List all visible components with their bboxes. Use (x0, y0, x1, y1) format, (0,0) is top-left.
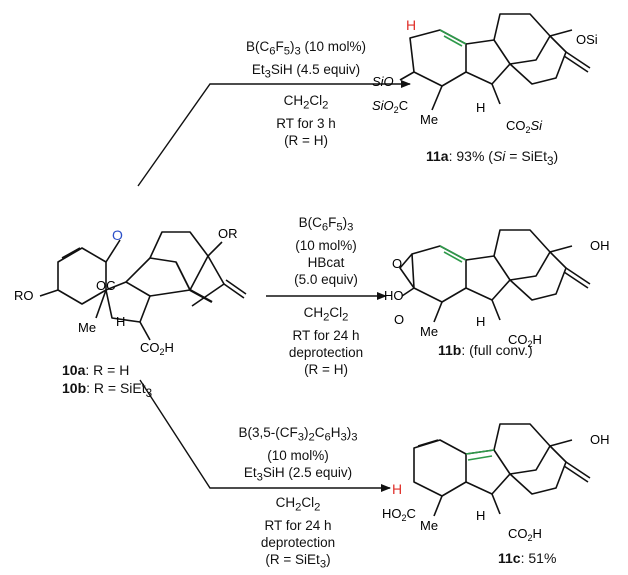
conditions-bottom-reagents: B(3,5-(CF3)2C6H3)3 (10 mol%) Et3SiH (2.5… (238, 425, 358, 484)
label-11a: 11a: 93% (Si = SiEt3) (426, 148, 559, 168)
atom-11a-sio2c: SiO2C (372, 98, 408, 115)
atom-11c-oh: OH (590, 432, 610, 447)
atom-11c-h: H (392, 481, 402, 497)
atom-11b-me: Me (420, 324, 438, 339)
atom-me: Me (78, 320, 96, 335)
label-10a: 10a: R = H (62, 362, 130, 378)
atom-11a-h2: H (476, 100, 485, 115)
conditions-middle-solvent: CH2Cl2 RT for 24 h deprotection (R = H) (288, 305, 364, 377)
conditions-top-reagents: B(C6F5)3 (10 mol%) Et3SiH (4.5 equiv) (245, 39, 367, 81)
atom-11c-co2h: CO2H (508, 526, 542, 543)
atom-11a-sio: SiO (372, 74, 394, 89)
atom-11a-me: Me (420, 112, 438, 127)
atom-11c-ho2c: HO2C (382, 506, 416, 523)
atom-11b-co2h: CO2H (508, 332, 542, 349)
atom-11c-h2: H (476, 508, 485, 523)
atom-h: H (116, 314, 125, 329)
conditions-top-solvent: CH2Cl2 RT for 3 h (R = H) (276, 93, 336, 148)
atom-or-right: OR (218, 226, 238, 241)
atom-11a-co2si: CO2Si (506, 118, 543, 135)
atom-11a-h: H (406, 17, 416, 33)
label-11b: 11b: (full conv.) (438, 342, 533, 358)
atom-11b-h: H (476, 314, 485, 329)
atom-11b-o: O (392, 256, 402, 271)
molecule-11a (399, 13, 591, 111)
atom-o-epoxide: O (112, 227, 123, 243)
atom-oc: OC (96, 278, 116, 293)
atom-11c-me: Me (420, 518, 438, 533)
atom-11b-ho: HO (384, 288, 404, 303)
molecule-10 (39, 231, 247, 341)
atom-11a-osi: OSi (576, 32, 598, 47)
label-11c: 11c: 51% (498, 550, 557, 566)
label-10b: 10b: R = SiEt3 (62, 380, 153, 400)
molecule-11b (399, 229, 591, 323)
atom-ro-left: RO (14, 288, 34, 303)
atom-co2h: CO2H (140, 340, 174, 357)
atom-11b-oh: OH (590, 238, 610, 253)
conditions-bottom-solvent: CH2Cl2 RT for 24 h deprotection (R = SiE… (260, 495, 336, 571)
conditions-middle-reagents: B(C6F5)3 (10 mol%) HBcat (5.0 equiv) (294, 215, 358, 287)
arrow-paths (137, 80, 411, 492)
atom-11b-o2: O (394, 312, 404, 327)
molecule-11c (413, 423, 591, 517)
